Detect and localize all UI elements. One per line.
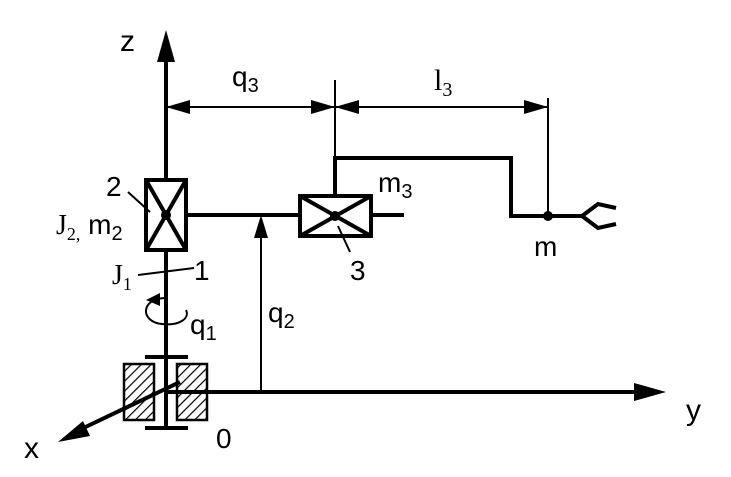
x-axis [58, 380, 181, 442]
m3-label: m3 [378, 167, 412, 203]
gripper-icon [580, 201, 617, 231]
axis-x-label: x [24, 432, 39, 465]
j1-label: J1 [112, 260, 132, 294]
l3-dimension [334, 80, 549, 214]
y-axis [166, 383, 666, 401]
joint-2-number: 2 [106, 171, 122, 202]
q3-label: q3 [232, 61, 259, 97]
axis-y-label: y [686, 394, 701, 427]
l3-label: l3 [434, 64, 452, 101]
joint-2-leader [127, 191, 151, 213]
origin-label: 0 [216, 423, 232, 454]
joint-3-box [298, 194, 373, 238]
q3-dimension [166, 100, 335, 114]
q2-dimension [254, 215, 268, 392]
joint-3-leader [337, 225, 351, 253]
q1-label: q1 [190, 309, 217, 345]
joint-1-number: 1 [194, 255, 210, 286]
joint-2-box [144, 178, 188, 252]
rotation-arrow-icon [145, 293, 188, 326]
joint-3-number: 3 [350, 255, 366, 286]
j2-m2-label: J2, m2 [56, 209, 123, 245]
q2-label: q2 [268, 297, 295, 333]
axis-z-label: z [120, 25, 135, 58]
mass-m-label: m [534, 231, 557, 262]
joint-1-leader [137, 267, 195, 276]
